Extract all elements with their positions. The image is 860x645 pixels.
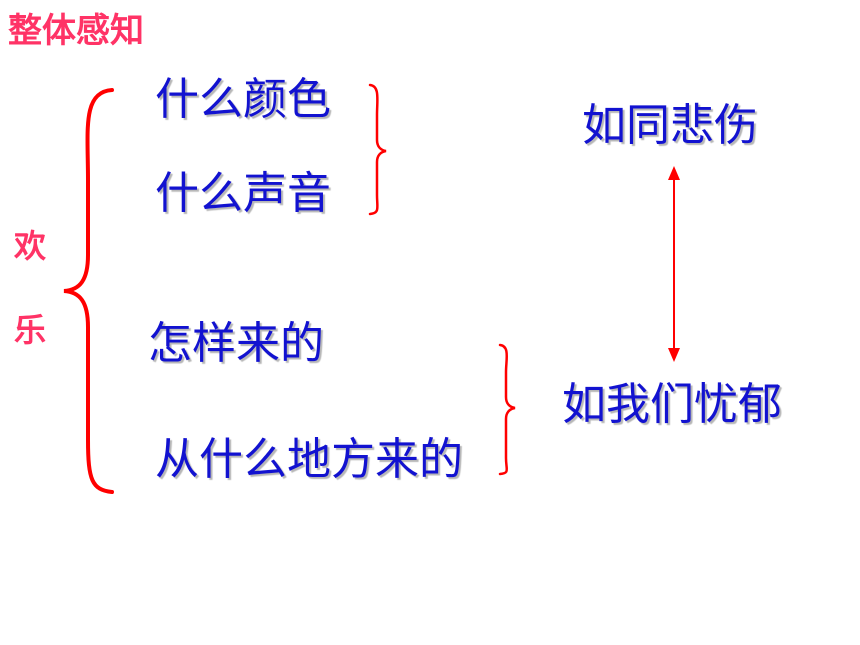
group-1-item-color: 什么颜色 — [155, 74, 331, 125]
group-2-item-where: 从什么地方来的 — [155, 434, 463, 485]
center-label-char-1: 欢 — [14, 227, 47, 265]
group-1-item-sound: 什么声音 — [155, 168, 331, 219]
center-label-char-2: 乐 — [14, 311, 47, 349]
slide-title: 整体感知 — [8, 11, 144, 51]
group-2-result: 如我们忧郁 — [562, 379, 782, 430]
group-2-item-how: 怎样来的 — [148, 318, 324, 369]
right-brace-group-2 — [498, 343, 516, 476]
arrow-head-up — [668, 166, 680, 180]
group-1-result: 如同悲伤 — [582, 100, 758, 151]
right-brace-group-1 — [368, 83, 387, 216]
left-curly-brace — [63, 88, 114, 494]
arrow-head-down — [668, 348, 680, 362]
